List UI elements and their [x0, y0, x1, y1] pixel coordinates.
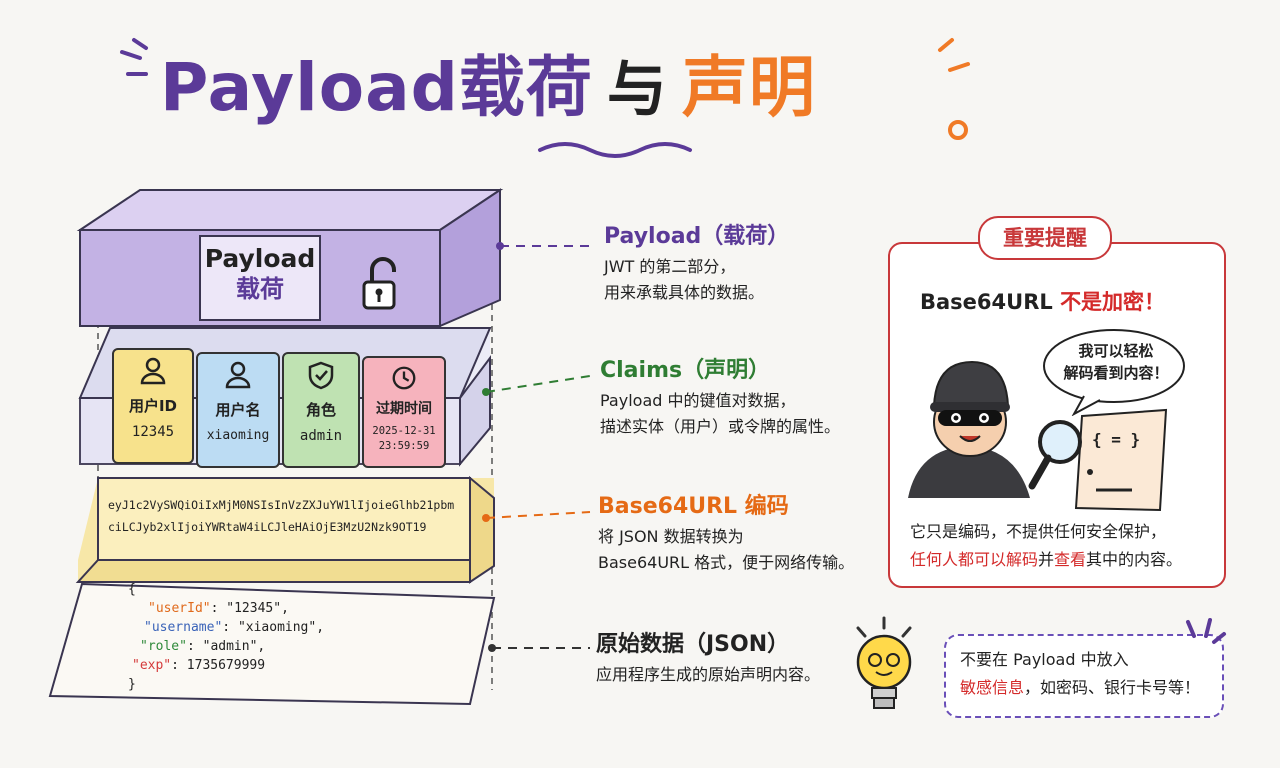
json-brace-close: } — [128, 677, 136, 692]
tip-box — [944, 634, 1224, 718]
claim-card-title: 角色 — [305, 401, 336, 419]
title-part-and: 与 — [606, 55, 668, 125]
speech-bubble-line-2: 解码看到内容！ — [1063, 364, 1169, 382]
title-part-payload: Payload载荷 — [160, 49, 593, 126]
json-value: "xiaoming", — [237, 620, 325, 635]
label-claims-head: Claims（声明） — [600, 358, 771, 383]
clock-icon — [392, 366, 416, 390]
claim-cards: 用户ID 12345 用户名 xiaoming 角色 admin 过期时间 20… — [112, 348, 446, 468]
warning-body-line-1: 它只是编码，不提供任何安全保护， — [910, 522, 1167, 541]
label-payload-body-1: JWT 的第二部分， — [604, 257, 736, 276]
encoded-text: eyJ1c2VySWQiOiIxMjM0NSIsInVzZXJuYW1lIjoi… — [108, 494, 454, 538]
json-code: { "userId": "12345", "username": "xiaomi… — [128, 580, 324, 694]
json-row: "userId": "12345", — [148, 601, 289, 616]
json-value: "12345", — [226, 601, 289, 616]
payload-box-label: Payload 载荷 — [200, 244, 320, 304]
payload-box — [76, 188, 504, 328]
label-payload-body-2: 用来承载具体的数据。 — [604, 283, 765, 302]
tip-line-2: 敏感信息，如密码、银行卡号等！ — [960, 678, 1201, 697]
json-key: "userId" — [148, 601, 211, 616]
warning-body-line-2: 任何人都可以解码并查看其中的内容。 — [910, 550, 1183, 569]
document-text: { = } — [1092, 430, 1141, 449]
shield-icon — [308, 361, 334, 390]
claim-card-role: 角色 admin — [282, 352, 360, 468]
user-icon — [140, 357, 166, 385]
claim-card-title: 用户ID — [128, 397, 178, 415]
claim-card-value: admin — [299, 428, 343, 444]
claim-card-value-time: 23:59:59 — [378, 440, 430, 452]
label-payload-head: Payload（载荷） — [604, 224, 790, 249]
payload-box-label-en: Payload — [204, 244, 316, 273]
title-part-claims: 声明 — [681, 49, 816, 126]
speech-bubble-text: 我可以轻松 解码看到内容！ — [1056, 340, 1176, 384]
claim-card-user-id: 用户ID 12345 — [112, 348, 194, 464]
warning-headline: Base64URL 不是加密！ — [920, 286, 1165, 316]
warning-body: 它只是编码，不提供任何安全保护， 任何人都可以解码并查看其中的内容。 — [910, 518, 1182, 574]
speech-bubble — [1043, 329, 1185, 416]
claim-card-value: 12345 — [131, 424, 175, 440]
label-payload: Payload（载荷） JWT 的第二部分， 用来承载具体的数据。 — [604, 218, 789, 306]
claim-card-title: 过期时间 — [376, 401, 432, 417]
speech-bubble-line-1: 我可以轻松 — [1078, 342, 1154, 360]
json-key: "exp" — [132, 658, 172, 673]
thief-character-icon — [908, 360, 1030, 498]
tip-sparkle — [1186, 618, 1226, 644]
encoded-line-2: ciLCJyb2xlIjoiYWRtaW4iLCJleHAiOjE3MzU2Nz… — [108, 520, 427, 534]
document-magnifier-icon — [1028, 408, 1168, 512]
page-title: Payload载荷与声明 — [160, 34, 816, 130]
claim-card-username: 用户名 xiaoming — [196, 352, 280, 468]
label-base64-head: Base64URL 编码 — [598, 494, 789, 519]
label-claims-body-2: 描述实体（用户）或令牌的属性。 — [600, 417, 841, 436]
warning-pill: 重要提醒 — [978, 216, 1112, 260]
tip-text: 不要在 Payload 中放入 敏感信息，如密码、银行卡号等！ — [960, 646, 1200, 702]
payload-box-label-zh: 载荷 — [236, 275, 284, 303]
label-raw-body: 应用程序生成的原始声明内容。 — [596, 665, 821, 684]
claim-card-title: 用户名 — [215, 401, 261, 419]
label-base64-body-1: 将 JSON 数据转换为 — [598, 527, 744, 546]
unlock-icon — [362, 257, 396, 310]
encoded-line-1: eyJ1c2VySWQiOiIxMjM0NSIsInVzZXJuYW1lIjoi… — [108, 498, 455, 512]
encoded-slab — [75, 475, 495, 584]
claim-card-value: 2025-12-31 — [372, 425, 436, 437]
json-value: 1735679999 — [186, 658, 266, 673]
json-row: "role": "admin", — [140, 639, 266, 654]
json-paper — [48, 582, 496, 706]
json-row: "username": "xiaoming", — [144, 620, 325, 635]
claim-card-expiry: 过期时间 2025-12-31 23:59:59 — [362, 356, 446, 468]
label-raw-json: 原始数据（JSON） 应用程序生成的原始声明内容。 — [596, 626, 820, 688]
label-base64-body-2: Base64URL 格式，便于网络传输。 — [598, 553, 855, 572]
json-value: "admin", — [202, 639, 266, 654]
label-claims: Claims（声明） Payload 中的键值对数据， 描述实体（用户）或令牌的… — [600, 352, 840, 440]
user-icon — [225, 361, 251, 389]
json-key: "username" — [144, 620, 223, 635]
warning-headline-b: 不是加密！ — [1060, 290, 1166, 314]
tip-line-1: 不要在 Payload 中放入 — [960, 650, 1129, 669]
warning-headline-a: Base64URL — [920, 290, 1061, 314]
json-row: "exp": 1735679999 — [132, 658, 266, 673]
label-claims-body-1: Payload 中的键值对数据， — [600, 391, 796, 410]
json-brace-open: { — [128, 582, 136, 597]
json-key: "role" — [140, 639, 187, 654]
label-base64: Base64URL 编码 将 JSON 数据转换为 Base64URL 格式，便… — [598, 488, 854, 576]
claim-card-value: xiaoming — [206, 428, 270, 443]
label-raw-head: 原始数据（JSON） — [596, 632, 790, 657]
lightbulb-icon — [856, 616, 912, 709]
